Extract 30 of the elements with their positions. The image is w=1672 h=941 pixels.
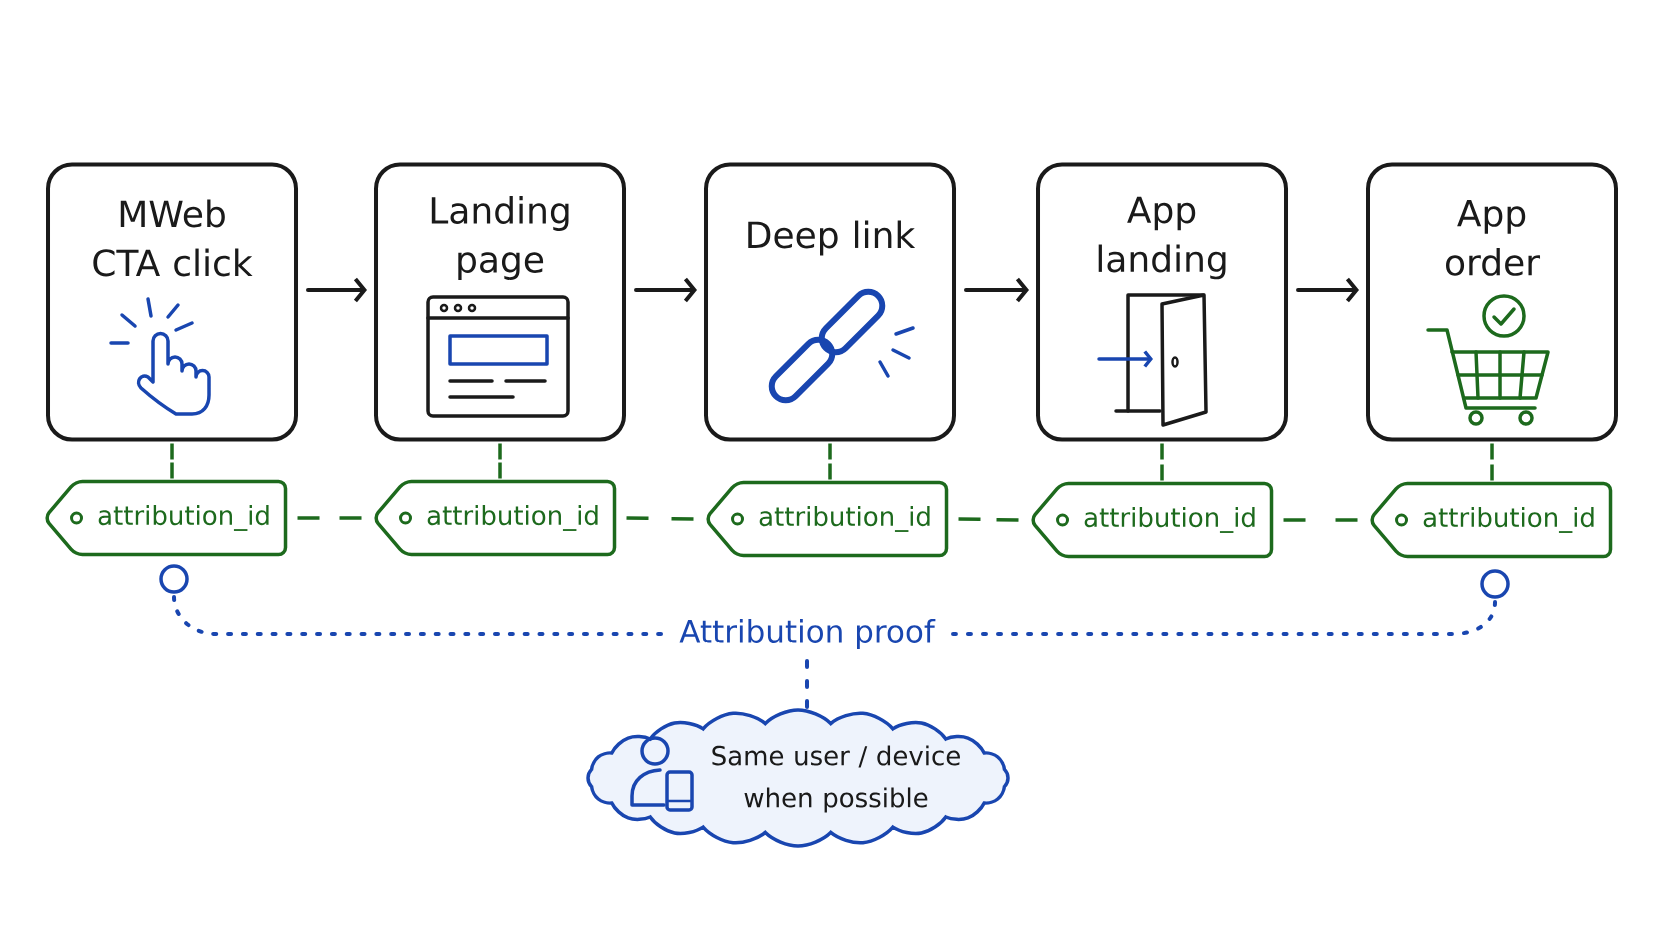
arrow [634, 277, 697, 303]
id-tag: attribution_id [1370, 481, 1613, 559]
dashed-line [828, 443, 832, 480]
dashed-line [498, 443, 502, 479]
step-box: Landing page [374, 162, 626, 442]
dashed-line [958, 517, 1019, 522]
ring-marker [1480, 569, 1510, 599]
dotted-line [805, 659, 809, 709]
step-box: App landing [1036, 162, 1288, 442]
dashed-line [1283, 518, 1358, 522]
arrow [964, 277, 1029, 303]
dotted-line [172, 595, 663, 636]
id-tag: attribution_id [706, 480, 949, 558]
dashed-line [626, 516, 694, 521]
id-tag: attribution_id [374, 479, 617, 557]
annotation-text: Attribution proof [679, 619, 936, 649]
dashed-line [297, 516, 362, 520]
arrow [306, 277, 367, 303]
step-box: MWeb CTA click [46, 162, 298, 442]
cloud-callout: Same user / device when possible [586, 708, 1010, 848]
dashed-line [1160, 443, 1164, 481]
dashed-line [170, 443, 174, 479]
dotted-line [951, 600, 1497, 636]
dashed-line [1490, 443, 1494, 481]
step-box: App order [1366, 162, 1618, 442]
arrow [1296, 277, 1359, 303]
id-tag: attribution_id [1031, 481, 1274, 559]
ring-marker [159, 564, 189, 594]
step-box: Deep link [704, 162, 956, 442]
id-tag: attribution_id [45, 479, 288, 557]
